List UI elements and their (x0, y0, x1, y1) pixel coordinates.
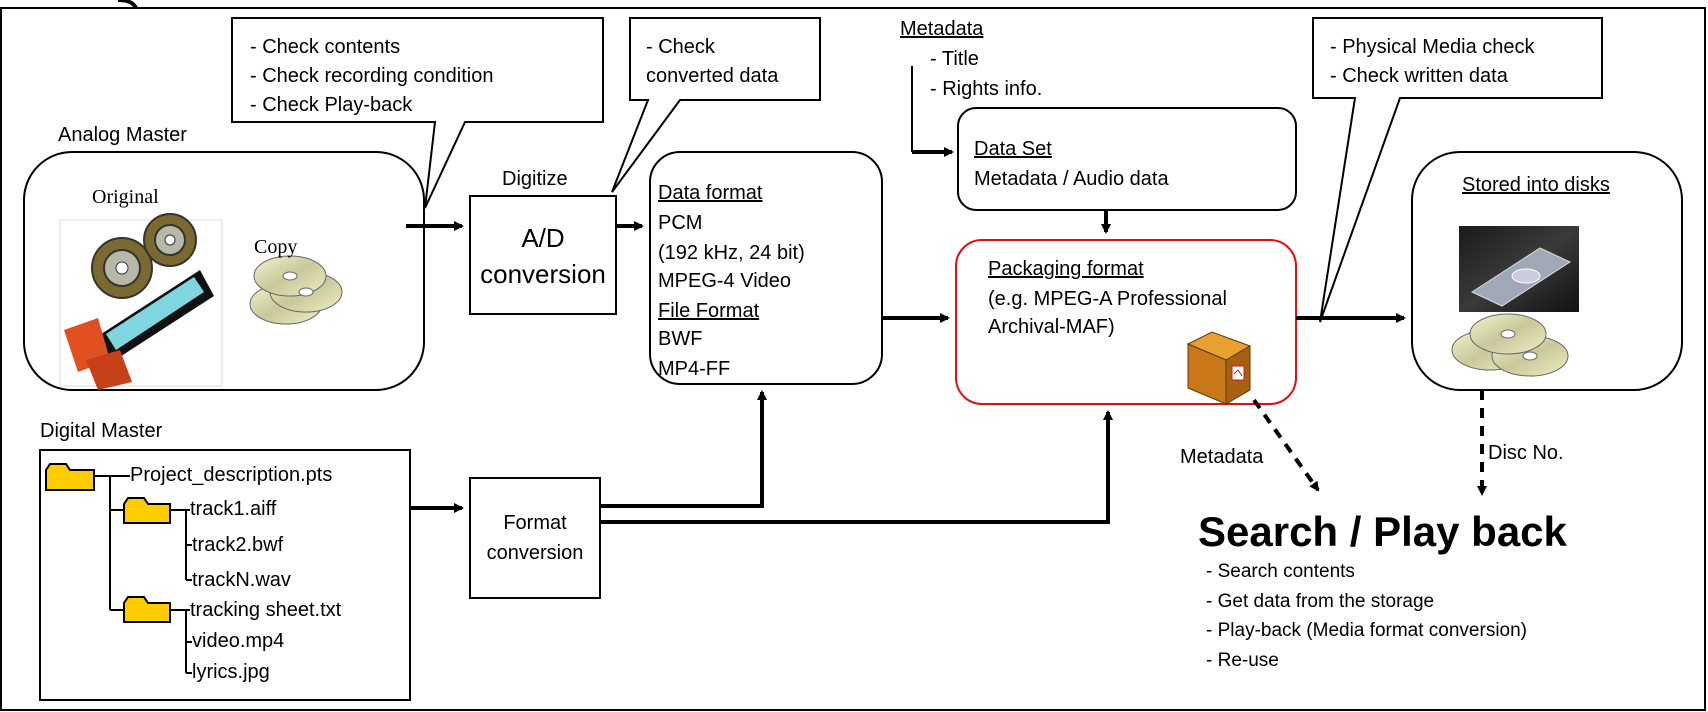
file-format-line: BWF (658, 328, 703, 350)
callout-media-shape (1312, 17, 1603, 323)
storage-discs-image (1451, 313, 1569, 377)
flow-arrows (406, 210, 1406, 524)
original-label: Original (92, 186, 159, 208)
callout-ingest-line: - Check contents (250, 36, 401, 58)
callout-ingest-line: - Check Play-back (250, 94, 413, 116)
file-format-heading: File Format (658, 300, 760, 322)
callout-ingest-line: - Check recording condition (250, 65, 494, 87)
arrow-metadata-to-search (1252, 398, 1320, 492)
folder-icon (45, 463, 95, 491)
arrow-format-to-packaging (600, 410, 1113, 524)
copy-label: Copy (254, 236, 298, 258)
folder-icon (123, 596, 171, 623)
arrow-format-to-dataformat (600, 390, 767, 508)
file-tree-lines (94, 475, 192, 674)
digital-master-box (39, 449, 411, 701)
data-set-text: Metadata / Audio data (974, 168, 1169, 190)
folder-icon (123, 497, 171, 524)
hard-disk-image (1459, 226, 1579, 312)
film-reels-image (59, 213, 223, 390)
ad-line: A/D (521, 223, 565, 253)
metadata-heading: Metadata (900, 18, 984, 40)
package-icon (1186, 331, 1252, 405)
data-format-line: PCM (658, 212, 703, 234)
callout-ingest-shape (231, 17, 604, 209)
callout-media-line: - Physical Media check (1330, 36, 1535, 58)
digital-master-label: Digital Master (40, 420, 163, 442)
outer-frame (0, 7, 1706, 711)
digitize-label: Digitize (502, 168, 568, 190)
callout-media-line: - Check written data (1330, 65, 1508, 87)
search-item: - Search contents (1206, 561, 1355, 582)
copy-discs-image (249, 255, 343, 325)
search-playback-title: Search / Play back (1198, 508, 1567, 555)
data-set-box (957, 107, 1297, 211)
disc-no-label: Disc No. (1488, 442, 1564, 464)
search-item: - Get data from the storage (1206, 591, 1435, 612)
packaging-heading: Packaging format (988, 258, 1144, 280)
data-format-line: (192 kHz, 24 bit) (658, 242, 805, 264)
search-item: - Play-back (Media format conversion) (1206, 620, 1527, 641)
data-format-line: MPEG-4 Video (658, 270, 792, 292)
tree-item: trackN.wav (192, 569, 291, 591)
data-format-box (649, 151, 883, 385)
packaging-line: (e.g. MPEG-A Professional (988, 288, 1227, 310)
analog-master-label: Analog Master (58, 124, 187, 146)
format-conversion-line: conversion (486, 542, 584, 564)
search-item: - Re-use (1206, 650, 1279, 671)
callout-converted-shape (611, 17, 821, 193)
metadata-feed-arrow (911, 66, 954, 157)
format-conversion-line: Format (503, 512, 567, 534)
tree-item: track2.bwf (192, 534, 284, 556)
tree-item: lyrics.jpg (192, 661, 270, 683)
metadata-item: - Rights info. (930, 78, 1043, 100)
file-format-line: MP4-FF (658, 358, 731, 380)
tree-item: video.mp4 (192, 630, 285, 652)
storage-heading: Stored into disks (1462, 174, 1610, 196)
title-fragment (117, 0, 138, 9)
metadata-edge-label: Metadata (1180, 446, 1264, 468)
callout-converted-line: converted data (646, 65, 779, 87)
ad-conversion-box (469, 195, 617, 315)
tree-item: Project_description.pts (130, 464, 333, 486)
packaging-line: Archival-MAF) (988, 316, 1115, 338)
metadata-item: - Title (930, 48, 979, 70)
callout-converted-line: - Check (646, 36, 715, 58)
ad-line: conversion (480, 259, 606, 289)
format-conversion-box (469, 477, 601, 599)
tree-item: tracking sheet.txt (190, 599, 342, 621)
data-set-heading: Data Set (974, 138, 1052, 160)
data-format-heading: Data format (658, 182, 763, 204)
tree-item: track1.aiff (190, 498, 277, 520)
